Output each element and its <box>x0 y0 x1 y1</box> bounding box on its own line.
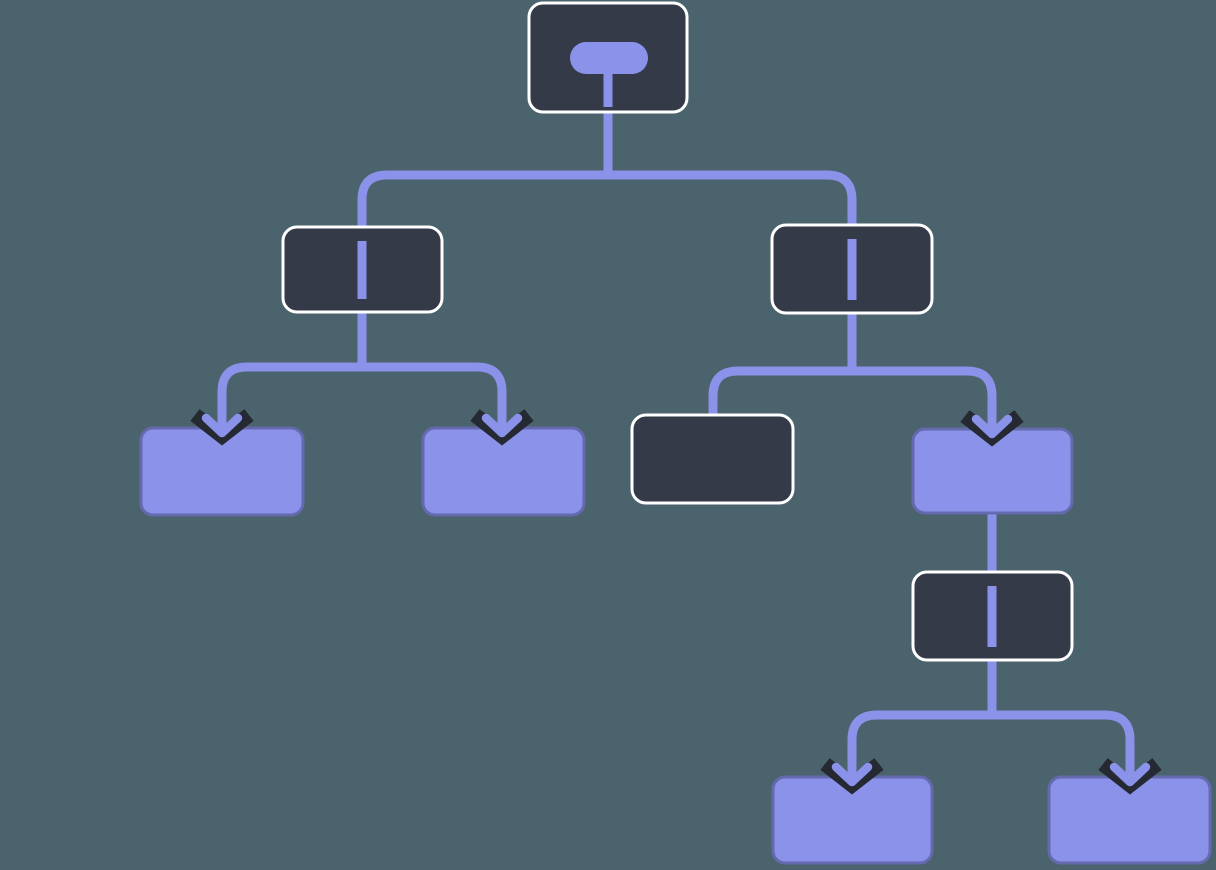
node-branch-right[interactable] <box>770 223 934 315</box>
node-branch-left[interactable] <box>281 225 444 314</box>
node-root[interactable] <box>527 1 689 114</box>
arrowhead-icon-leaf-2 <box>470 399 534 446</box>
connectors <box>217 110 1135 783</box>
arrow-down-icon <box>201 399 243 438</box>
connector-left-split-rail <box>217 362 507 434</box>
arrowhead-icon-leaf-5 <box>1098 748 1162 795</box>
connector-root-split-rail <box>357 170 857 228</box>
arrowhead-icon-leaf-4 <box>820 748 884 795</box>
node-plain-dark[interactable] <box>630 413 795 505</box>
arrowhead-icon-leaf-3 <box>960 400 1024 447</box>
arrowhead-icon-leaf-1 <box>190 399 254 446</box>
node-plain-dark-box[interactable] <box>630 413 795 505</box>
connector-bottom-split-rail <box>847 710 1135 783</box>
pill-node-icon <box>570 42 648 107</box>
connector-right-split-rail <box>708 366 997 436</box>
arrow-down-icon <box>831 748 873 787</box>
arrow-down-icon <box>1109 748 1151 787</box>
arrow-down-icon <box>481 399 523 438</box>
arrow-down-icon <box>971 400 1013 439</box>
node-branch-bottom[interactable] <box>911 570 1074 662</box>
